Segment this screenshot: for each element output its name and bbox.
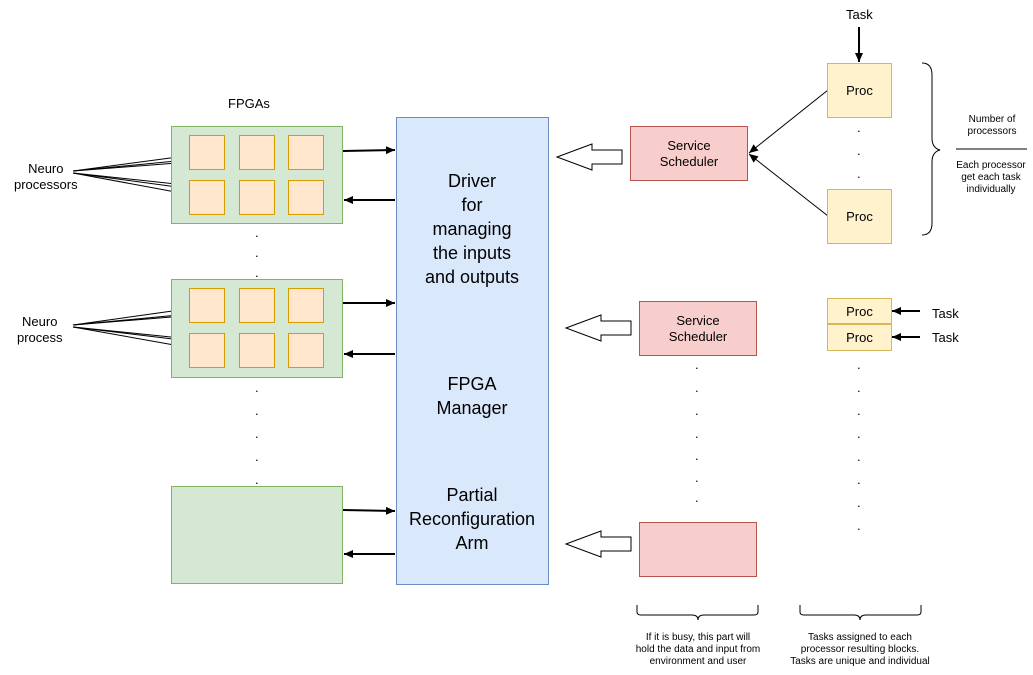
ellipsis-dot: . <box>695 403 699 418</box>
service-scheduler-bottom <box>639 522 757 577</box>
neuro-processor-cell <box>189 288 225 323</box>
ellipsis-dot: . <box>857 495 861 510</box>
neuro-processor-cell <box>288 288 324 323</box>
tasks-note: Tasks assigned to each processor resulti… <box>790 632 930 667</box>
proc-bottom: Proc <box>827 189 892 244</box>
proc-stacked-1: Proc <box>827 298 892 324</box>
ellipsis-dot: . <box>255 245 259 260</box>
ellipsis-dot: . <box>695 357 699 372</box>
ellipsis-dot: . <box>255 225 259 240</box>
driver-column <box>396 117 549 585</box>
neuro-processor-cell <box>288 180 324 215</box>
neuro-processor-cell <box>239 135 275 170</box>
ellipsis-dot: . <box>255 265 259 280</box>
proc-top: Proc <box>827 63 892 118</box>
ellipsis-dot: . <box>857 357 861 372</box>
neuro-processor-cell <box>189 333 225 368</box>
neuro-processor-cell <box>288 333 324 368</box>
ellipsis-dot: . <box>857 426 861 441</box>
neuro-processors-label: Neuro processors <box>14 161 78 192</box>
driver-section-partial-reconfig: Partial Reconfiguration Arm <box>408 484 536 553</box>
ellipsis-dot: . <box>857 403 861 418</box>
ellipsis-dot: . <box>255 426 259 441</box>
ellipsis-dot: . <box>857 449 861 464</box>
ellipsis-dot: . <box>857 380 861 395</box>
block-arrow-middle <box>564 314 632 342</box>
task-label-top: Task <box>846 7 873 22</box>
ellipsis-dot: . <box>695 448 699 463</box>
each-processor-label: Each processor get each task individuall… <box>956 160 1026 195</box>
task-label-2: Task <box>932 330 959 345</box>
buffer-note: If it is busy, this part will hold the d… <box>635 632 761 667</box>
block-arrow-bottom <box>564 530 632 558</box>
ellipsis-dot: . <box>695 490 699 505</box>
fpga-box-3 <box>171 486 343 584</box>
neuro-processor-cell <box>288 135 324 170</box>
number-of-processors-label: Number of processors <box>967 114 1017 137</box>
fpga1-to-driver-arrow <box>342 146 396 155</box>
ellipsis-dot: . <box>695 380 699 395</box>
right-curly-brace <box>921 62 941 236</box>
bottom-brace-right <box>799 605 922 621</box>
ellipsis-dot: . <box>255 449 259 464</box>
ellipsis-dot: . <box>857 518 861 533</box>
driver-section-fpga-manager: FPGA Manager <box>436 374 508 418</box>
block-arrow-top <box>555 143 623 171</box>
ellipsis-dot: . <box>857 472 861 487</box>
ellipsis-dot: . <box>695 426 699 441</box>
neuro-processor-cell <box>239 180 275 215</box>
driver-section-io: Driver for managing the inputs and outpu… <box>424 170 520 287</box>
ellipsis-dot: . <box>255 380 259 395</box>
proc-bottom-to-scheduler-arrow <box>748 153 829 217</box>
ellipsis-dot: . <box>695 470 699 485</box>
neuro-processor-cell <box>189 135 225 170</box>
neuro-process-label: Neuro process <box>17 314 63 345</box>
bottom-brace-left <box>636 605 759 621</box>
fpgas-label: FPGAs <box>228 96 270 111</box>
ellipsis-dot: . <box>857 166 861 181</box>
ellipsis-dot: . <box>255 403 259 418</box>
fpga3-to-driver-arrow <box>342 506 396 515</box>
neuro-processor-cell <box>239 288 275 323</box>
ellipsis-dot: . <box>857 143 861 158</box>
neuro-processor-cell <box>189 180 225 215</box>
task-label-1: Task <box>932 306 959 321</box>
proc-top-to-scheduler-arrow <box>748 89 829 154</box>
ellipsis-dot: . <box>857 120 861 135</box>
ellipsis-dot: . <box>255 472 259 487</box>
proc-stacked-2: Proc <box>827 324 892 351</box>
neuro-processor-cell <box>239 333 275 368</box>
